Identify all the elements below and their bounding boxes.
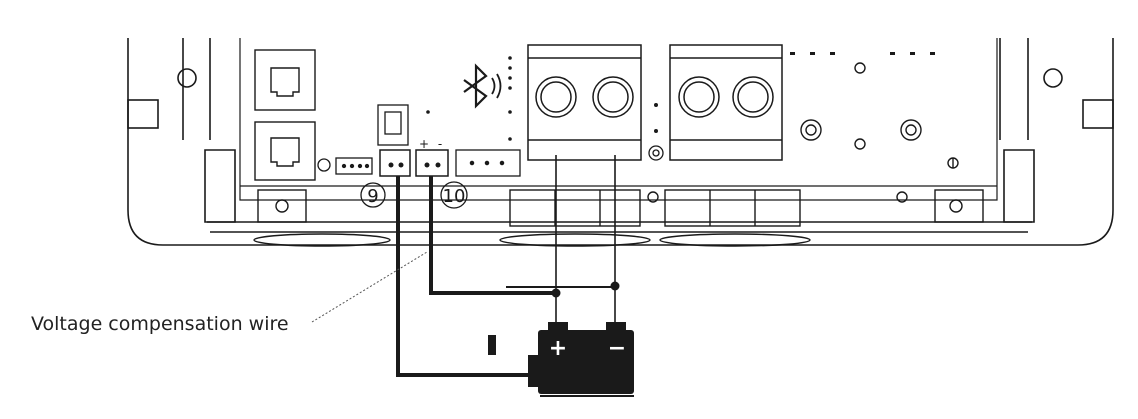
marker-bar: [488, 335, 496, 355]
voltage-compensation-wires: [396, 176, 615, 377]
battery-minus-label: −: [608, 336, 626, 361]
battery-terminal-leads: [555, 155, 616, 322]
bottom-slots: [253, 189, 984, 247]
battery-plus-label: +: [549, 336, 567, 361]
terminal-block-left: [527, 44, 642, 161]
port-9-badge: [360, 182, 386, 208]
label-leader-line: [311, 251, 428, 323]
controller-housing: [127, 38, 1114, 246]
small-connectors: [317, 104, 664, 177]
junction-dot-plus: [551, 288, 561, 298]
battery: + −: [528, 322, 634, 397]
voltage-compensation-label: Voltage compensation wire: [31, 313, 289, 335]
rj45-port-bottom: [254, 121, 316, 181]
rj45-port-top: [254, 49, 316, 111]
port-9-label: 9: [367, 186, 378, 207]
terminal-block-right: [669, 44, 783, 161]
port-10-label: 10: [443, 186, 466, 207]
port-10-minus-label: -: [438, 137, 442, 151]
junction-dot-minus: [610, 281, 620, 291]
mounting-holes-right: [800, 62, 959, 169]
port-10-badge: [440, 181, 468, 209]
indicator-dots: [426, 52, 935, 141]
port-10-connector: + - 10: [415, 137, 468, 209]
port-10-plus-label: +: [419, 137, 429, 151]
port-9-connector: 9: [360, 149, 411, 208]
bluetooth-icon: [463, 63, 502, 109]
